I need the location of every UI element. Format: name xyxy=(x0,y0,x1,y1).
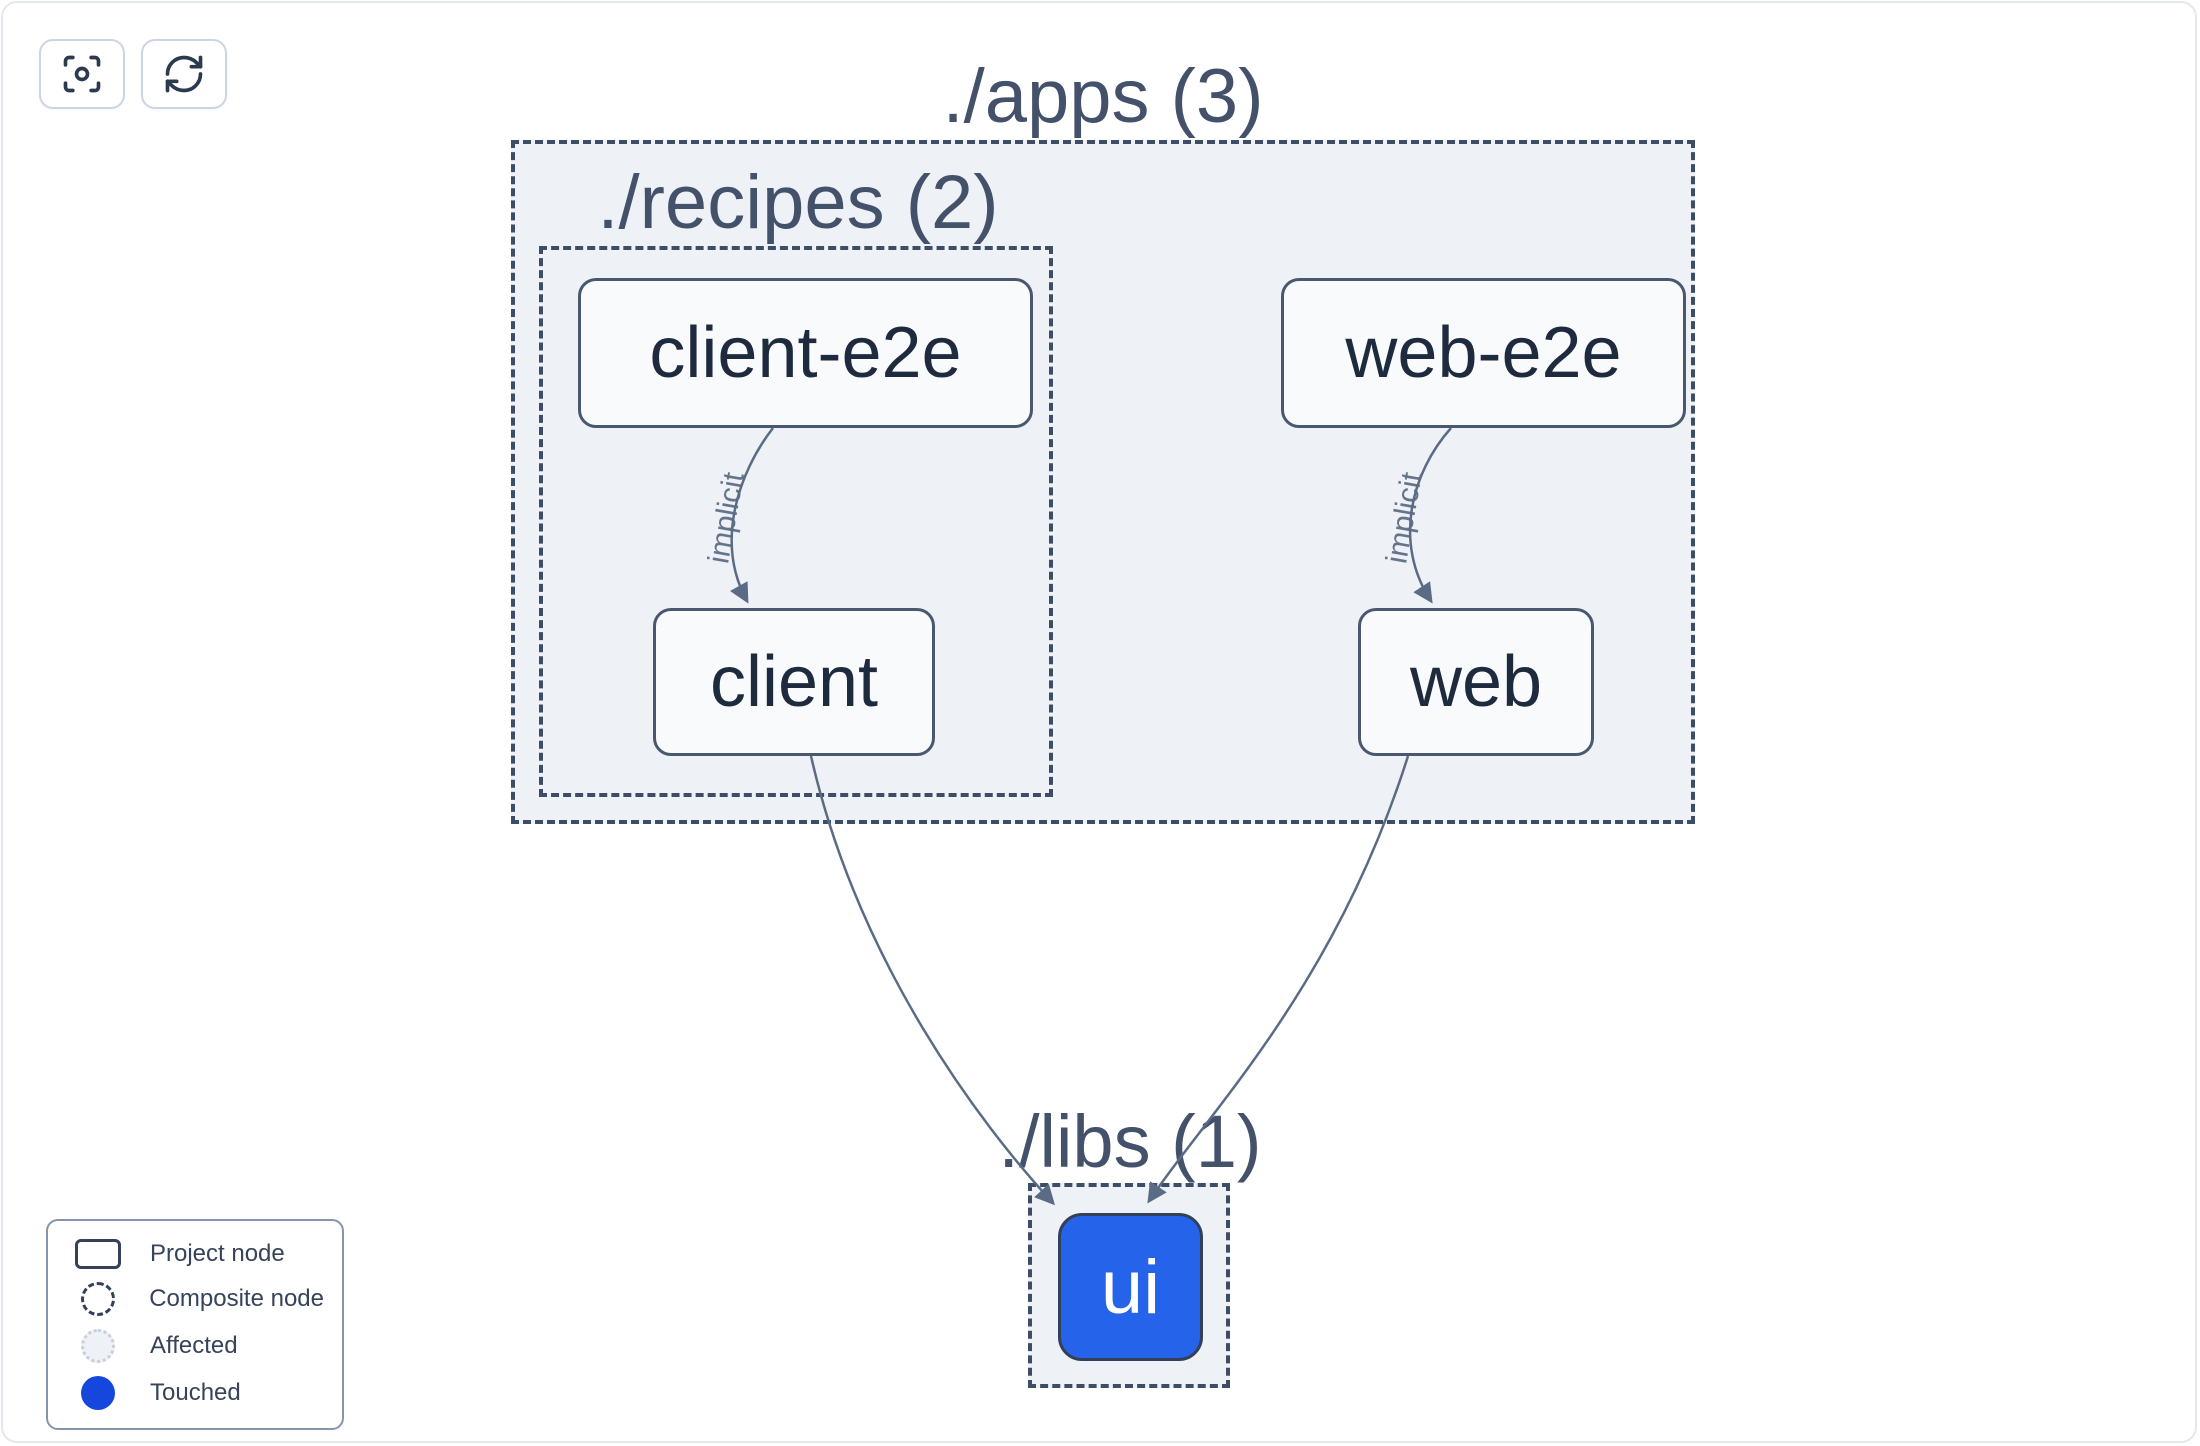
legend-item-label: Touched xyxy=(150,1378,241,1406)
legend-item-project-node: Project node xyxy=(66,1239,324,1270)
affected-swatch xyxy=(66,1328,130,1363)
legend: Project node Composite node Affected Tou… xyxy=(46,1219,344,1430)
legend-item-affected: Affected xyxy=(66,1328,324,1363)
toolbar xyxy=(39,39,227,109)
group-libs-label: ./libs (1) xyxy=(998,1100,1262,1183)
node-client-e2e[interactable]: client-e2e xyxy=(578,278,1033,428)
refresh-button[interactable] xyxy=(141,39,227,109)
group-recipes-label: ./recipes (2) xyxy=(597,160,999,245)
project-node-swatch xyxy=(66,1239,130,1270)
legend-item-label: Composite node xyxy=(149,1285,324,1313)
node-web-e2e[interactable]: web-e2e xyxy=(1281,278,1686,428)
focus-button[interactable] xyxy=(39,39,125,109)
touched-swatch xyxy=(66,1375,130,1410)
legend-item-composite-node: Composite node xyxy=(66,1282,324,1317)
node-client[interactable]: client xyxy=(653,608,935,756)
group-apps-label: ./apps (3) xyxy=(942,54,1264,139)
refresh-icon xyxy=(162,52,206,96)
legend-item-touched: Touched xyxy=(66,1375,324,1410)
legend-item-label: Project node xyxy=(150,1240,285,1268)
node-ui-touched[interactable]: ui xyxy=(1058,1213,1203,1361)
legend-item-label: Affected xyxy=(150,1331,238,1359)
node-web[interactable]: web xyxy=(1358,608,1594,756)
focus-icon xyxy=(60,52,104,96)
composite-node-swatch xyxy=(66,1282,129,1317)
